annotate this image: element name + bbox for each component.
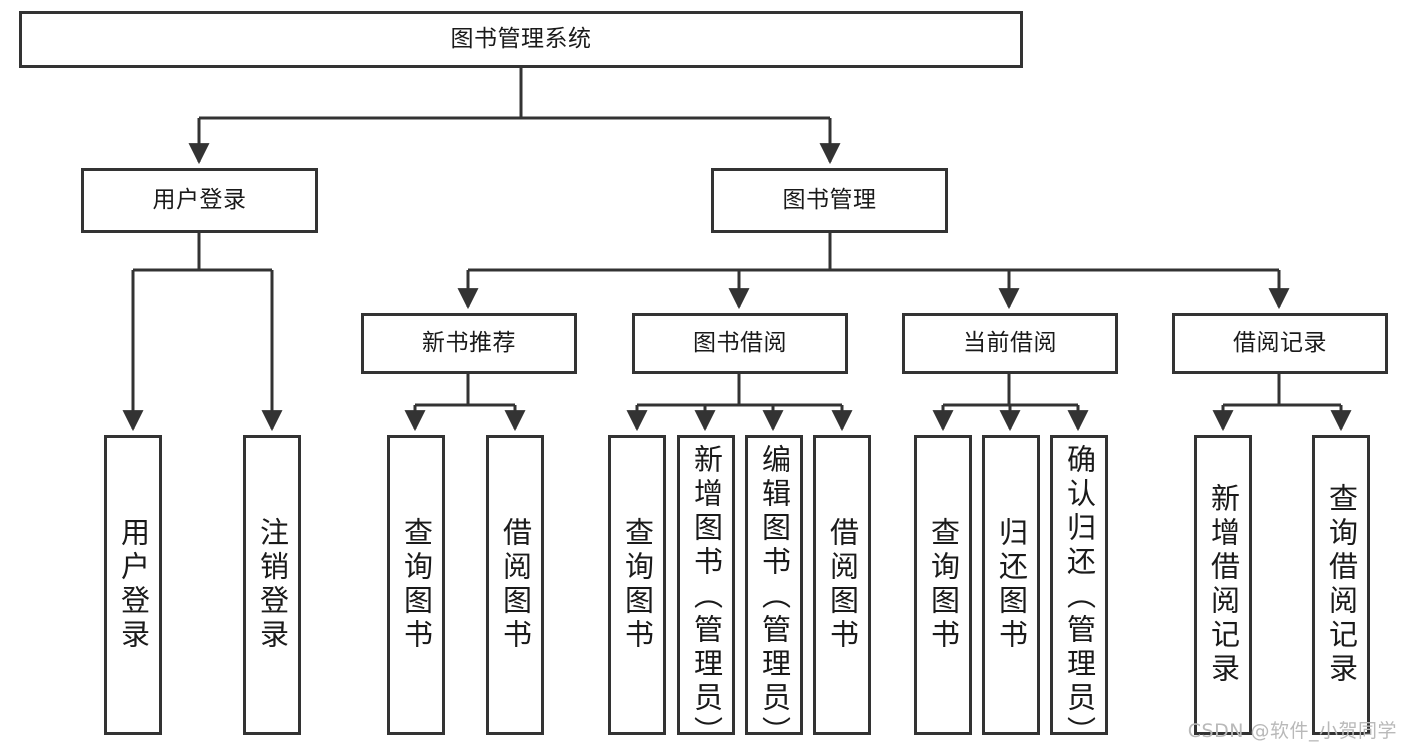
node-user-login-label: 用户登录 [152, 187, 247, 214]
node-leaf-query-record-label: 查询借阅记录 [1324, 483, 1359, 687]
node-leaf-user-login[interactable]: 用户登录 [104, 435, 162, 735]
node-leaf-confirm-return[interactable]: 确认归还（管理员） [1050, 435, 1108, 747]
node-borrow-record-label: 借阅记录 [1233, 330, 1327, 357]
watermark-text: CSDN @软件_小贺同学 [1187, 720, 1397, 742]
node-leaf-query-book-3-label: 查询图书 [926, 517, 961, 653]
node-root-label: 图书管理系统 [450, 26, 592, 53]
node-leaf-query-book-1-label: 查询图书 [399, 517, 434, 653]
node-leaf-user-logout-label: 注销登录 [255, 517, 290, 653]
node-leaf-edit-book-label: 编辑图书（管理员） [757, 444, 792, 747]
node-leaf-query-book-1[interactable]: 查询图书 [387, 435, 445, 735]
node-leaf-borrow-book-2-label: 借阅图书 [825, 517, 860, 653]
node-leaf-query-book-3[interactable]: 查询图书 [914, 435, 972, 735]
node-leaf-add-book-label: 新增图书（管理员） [689, 444, 724, 747]
node-leaf-user-logout[interactable]: 注销登录 [243, 435, 301, 735]
node-current-borrow-label: 当前借阅 [963, 330, 1057, 357]
node-leaf-borrow-book-2[interactable]: 借阅图书 [813, 435, 871, 735]
node-leaf-confirm-return-label: 确认归还（管理员） [1062, 444, 1097, 747]
node-root[interactable]: 图书管理系统 [19, 11, 1023, 68]
node-leaf-borrow-book-1-label: 借阅图书 [498, 517, 533, 653]
node-leaf-add-record-label: 新增借阅记录 [1206, 483, 1241, 687]
node-book-borrow-label: 图书借阅 [693, 330, 787, 357]
node-book-manage-label: 图书管理 [782, 187, 877, 214]
node-new-book-rec[interactable]: 新书推荐 [361, 313, 577, 374]
node-new-book-rec-label: 新书推荐 [422, 330, 516, 357]
node-book-manage[interactable]: 图书管理 [711, 168, 948, 233]
node-leaf-add-book[interactable]: 新增图书（管理员） [677, 435, 735, 747]
node-borrow-record[interactable]: 借阅记录 [1172, 313, 1388, 374]
node-leaf-query-book-2-label: 查询图书 [620, 517, 655, 653]
node-current-borrow[interactable]: 当前借阅 [902, 313, 1118, 374]
node-leaf-query-record[interactable]: 查询借阅记录 [1312, 435, 1370, 735]
node-leaf-add-record[interactable]: 新增借阅记录 [1194, 435, 1252, 735]
node-leaf-query-book-2[interactable]: 查询图书 [608, 435, 666, 735]
node-book-borrow[interactable]: 图书借阅 [632, 313, 848, 374]
node-user-login[interactable]: 用户登录 [81, 168, 318, 233]
node-leaf-return-book-label: 归还图书 [994, 517, 1029, 653]
node-leaf-return-book[interactable]: 归还图书 [982, 435, 1040, 735]
node-leaf-edit-book[interactable]: 编辑图书（管理员） [745, 435, 803, 747]
node-leaf-borrow-book-1[interactable]: 借阅图书 [486, 435, 544, 735]
node-leaf-user-login-label: 用户登录 [116, 517, 151, 653]
